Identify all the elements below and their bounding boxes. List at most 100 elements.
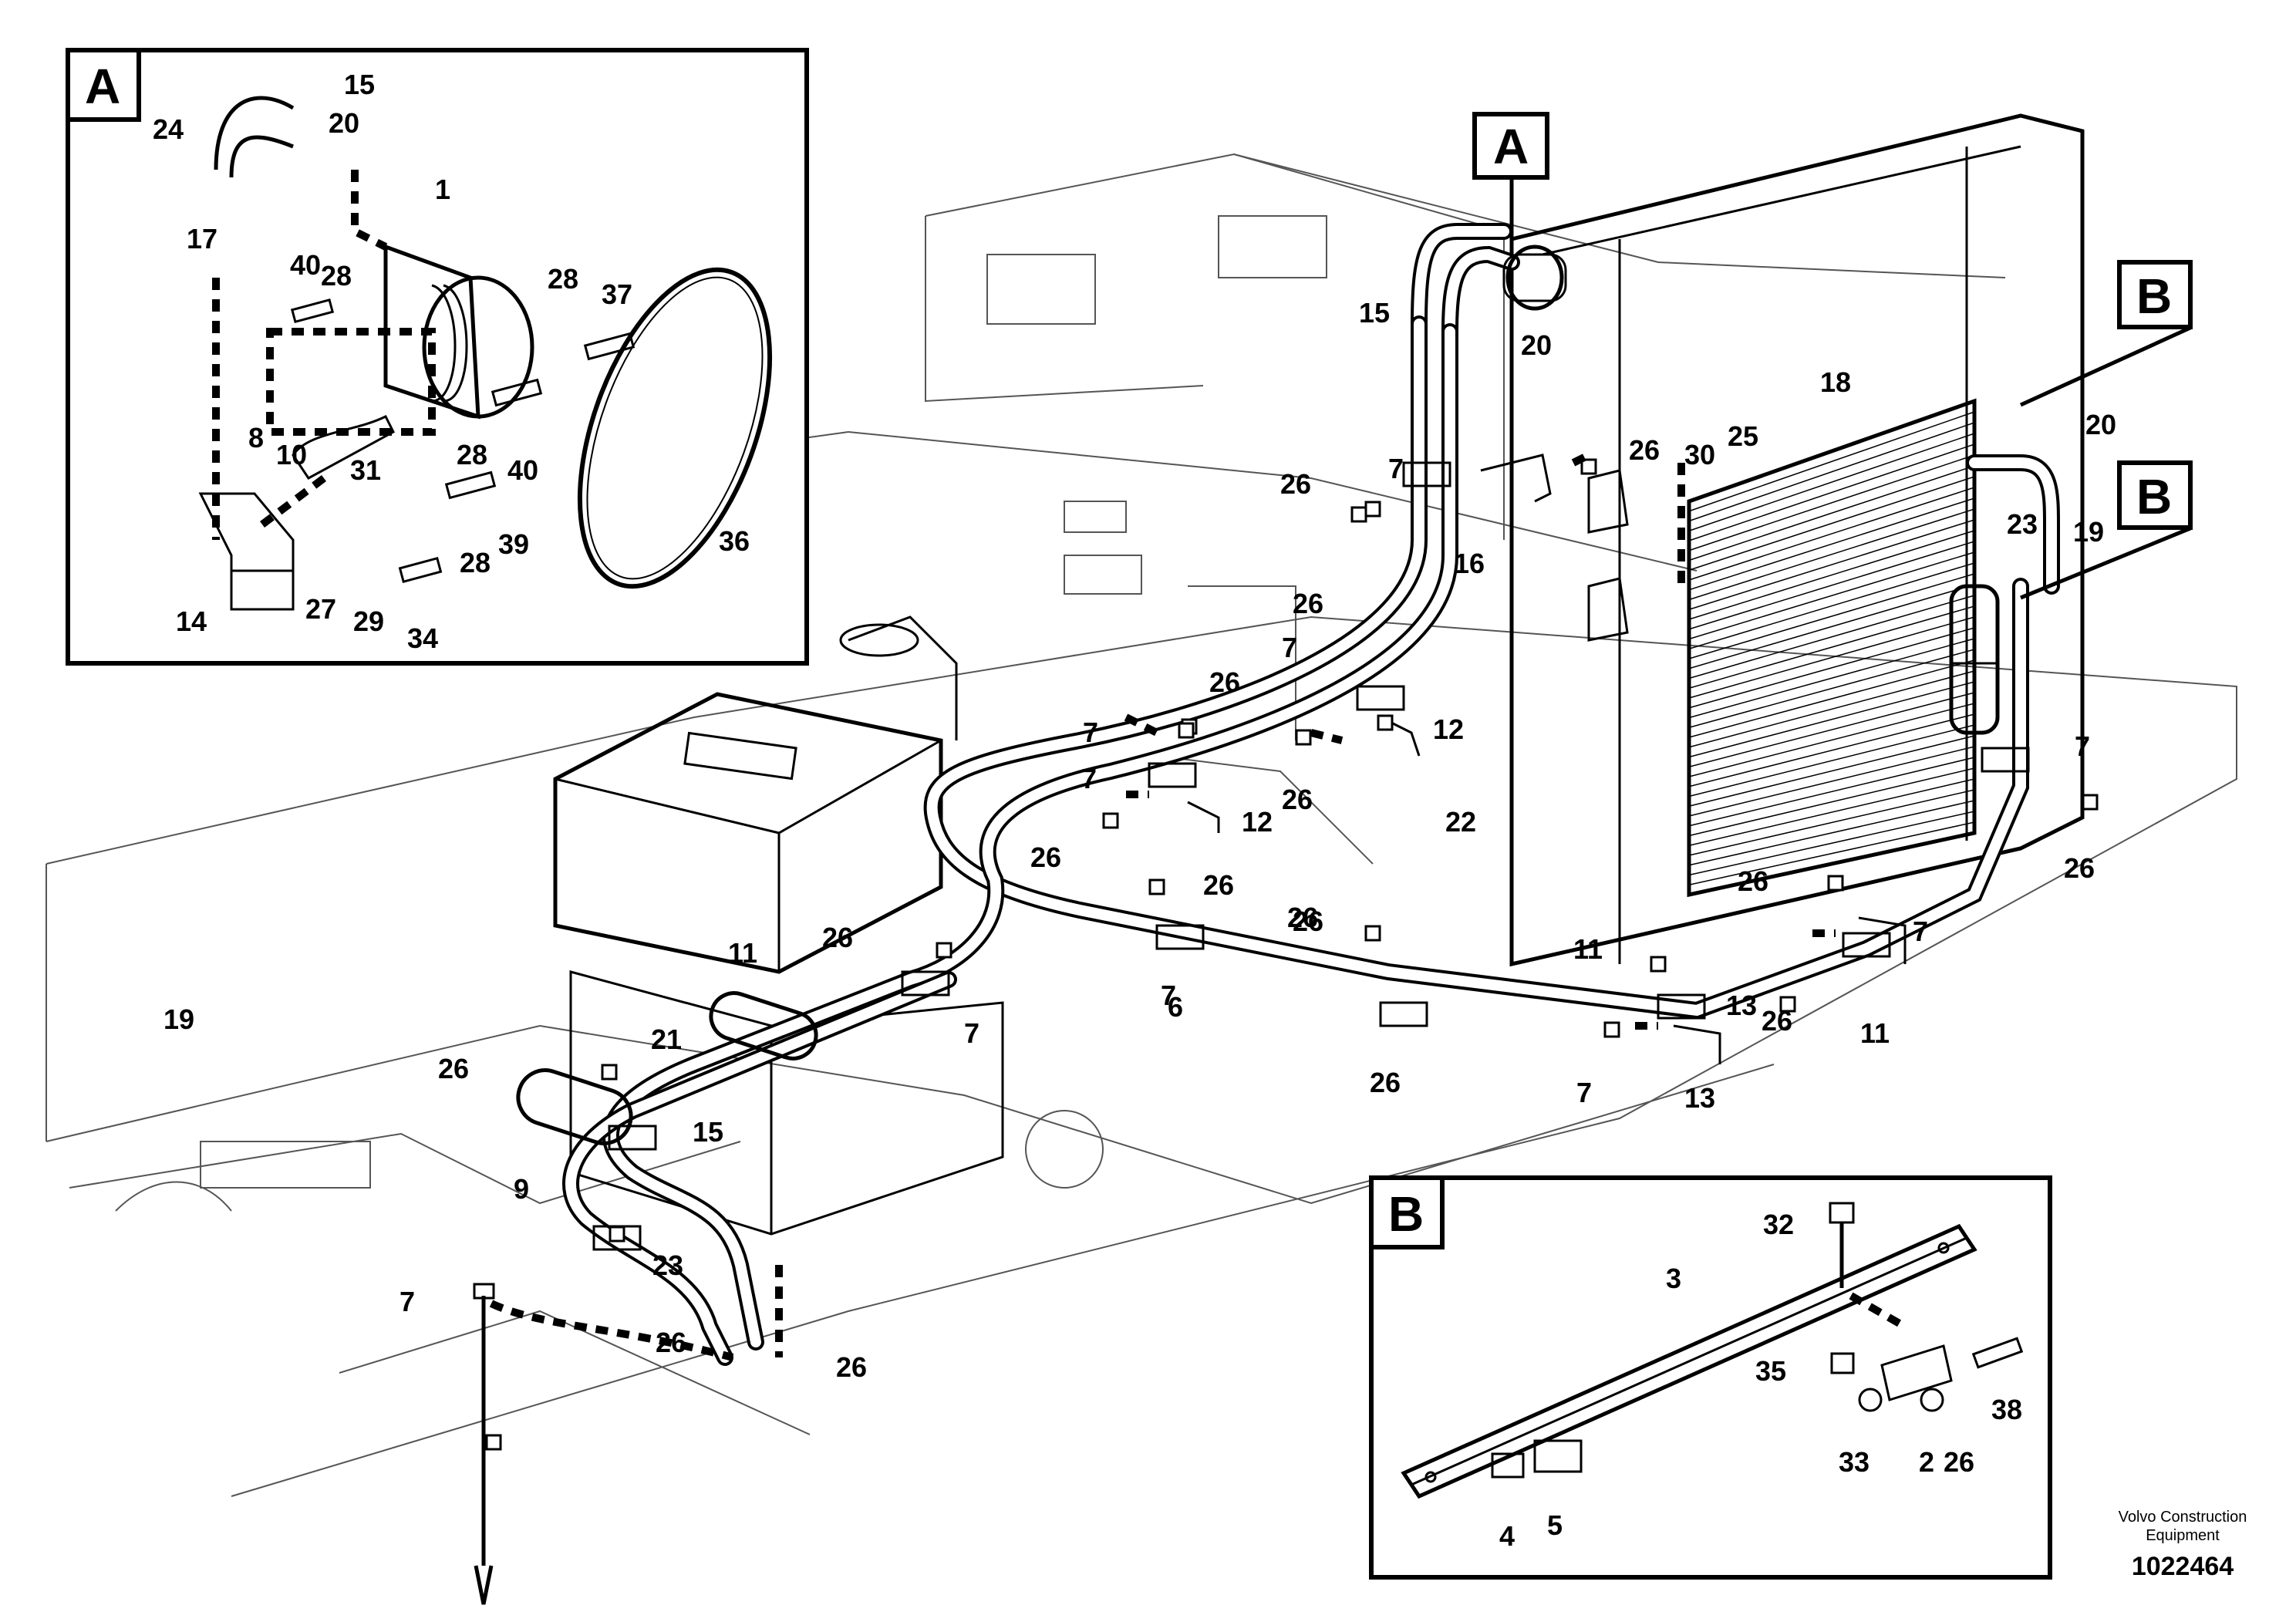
callout: 12 — [1242, 806, 1273, 838]
radiator-frame — [1509, 113, 2085, 967]
callout: 26 — [438, 1053, 469, 1084]
callout: 26 — [1944, 1446, 1974, 1478]
callout: 26 — [836, 1351, 867, 1383]
callout: 31 — [350, 454, 381, 486]
manufacturer-line-2: Equipment — [2146, 1527, 2220, 1544]
callout: 30 — [1684, 439, 1715, 470]
callout: 28 — [321, 260, 352, 292]
callout: 34 — [407, 622, 438, 654]
callout: 7 — [1388, 453, 1404, 484]
compressor-main — [1502, 244, 1567, 311]
callout: 14 — [176, 605, 207, 637]
callout: 3 — [1666, 1263, 1681, 1294]
callout: 18 — [1820, 366, 1851, 398]
callout: 11 — [1860, 1017, 1890, 1049]
callout: 40 — [290, 249, 321, 281]
callout: 19 — [2073, 516, 2104, 548]
bolts — [485, 458, 2099, 1451]
callout: 13 — [1684, 1082, 1715, 1114]
callout: 24 — [153, 113, 184, 145]
condenser-core — [1687, 398, 1977, 898]
inset-tag-b: B — [1388, 1186, 1424, 1242]
engine-block — [553, 615, 1004, 1236]
refrigerant-hoses — [562, 223, 2060, 1366]
callout: 28 — [548, 263, 578, 295]
callout: 20 — [329, 107, 359, 139]
callout: 11 — [728, 937, 757, 969]
callout: 7 — [1576, 1077, 1592, 1108]
callout: 15 — [1359, 297, 1390, 329]
callout: 12 — [1433, 713, 1464, 745]
callout: 7 — [400, 1286, 415, 1317]
callouts-detail-a: 24 15 20 1 17 40 28 28 37 8 10 31 28 39 … — [153, 69, 750, 654]
manufacturer-line-1: Volvo Construction — [2118, 1509, 2247, 1526]
callout: 7 — [1083, 717, 1098, 748]
callout: 1 — [435, 174, 450, 205]
callout: 28 — [460, 547, 491, 578]
callout: 26 — [1287, 902, 1318, 933]
callout: 20 — [2085, 409, 2116, 440]
callout: 7 — [2075, 730, 2090, 762]
tag-pointers — [1509, 177, 2192, 600]
receiver-drier — [1949, 571, 2000, 735]
callout: 11 — [1573, 933, 1603, 965]
callout: 29 — [353, 605, 384, 637]
callout: 15 — [344, 69, 375, 100]
callout: 8 — [248, 422, 264, 454]
hose-loops — [516, 991, 818, 1145]
callout: 27 — [305, 593, 336, 625]
callout: 35 — [1755, 1355, 1786, 1387]
callout: 5 — [1547, 1509, 1563, 1541]
callout: 22 — [1445, 806, 1476, 838]
mounting-brackets — [1187, 454, 1907, 1064]
callout: 26 — [2064, 852, 2095, 884]
callout: 7 — [1913, 916, 1928, 947]
callout: 7 — [1081, 763, 1097, 794]
callout: 26 — [1282, 784, 1313, 815]
view-tag-a: A — [1493, 119, 1529, 174]
callout: 2 — [1919, 1446, 1934, 1478]
callout: 26 — [1293, 588, 1323, 619]
view-tags: A B B A B — [85, 59, 2193, 1242]
callout: 26 — [1280, 468, 1311, 500]
callout: 20 — [1521, 329, 1552, 361]
detail-b-inset — [1369, 1175, 2052, 1580]
callout: 21 — [651, 1023, 682, 1055]
callout: 13 — [1726, 990, 1757, 1021]
callout: 26 — [1370, 1067, 1401, 1098]
callout: 17 — [187, 223, 217, 255]
view-tag-b-bottom: B — [2136, 469, 2172, 524]
callout: 40 — [507, 454, 538, 486]
callout: 36 — [719, 525, 750, 557]
callout: 7 — [964, 1017, 979, 1049]
callout: 9 — [514, 1173, 529, 1205]
callout: 15 — [693, 1116, 723, 1148]
detail-a-inset — [66, 48, 809, 666]
callout: 23 — [2007, 508, 2038, 540]
callout: 26 — [656, 1327, 686, 1358]
callout: 26 — [1293, 905, 1323, 937]
inset-tag-a: A — [85, 59, 120, 114]
callout: 26 — [1030, 841, 1061, 873]
callout: 37 — [602, 278, 632, 310]
callout: 4 — [1499, 1520, 1515, 1552]
callout: 26 — [1738, 865, 1768, 897]
document-number: 1022464 — [2131, 1552, 2234, 1581]
callout: 23 — [652, 1249, 683, 1281]
manufacturer-credit: Volvo Construction Equipment — [2082, 1508, 2283, 1545]
callout: 32 — [1763, 1209, 1794, 1240]
callout: 26 — [1762, 1005, 1792, 1037]
callout: 25 — [1728, 420, 1758, 452]
callout: 26 — [1209, 666, 1240, 698]
callout: 26 — [822, 922, 853, 953]
callout: 28 — [457, 439, 487, 470]
callout: 10 — [276, 439, 307, 470]
callout: 16 — [1454, 548, 1485, 579]
callout: 7 — [1161, 980, 1176, 1011]
dipstick — [473, 1283, 495, 1605]
view-tag-b-top: B — [2136, 268, 2172, 324]
callout: 26 — [1629, 434, 1660, 466]
assembly-dash-lines — [489, 451, 1836, 1361]
callouts-main: 15 20 7 26 16 18 30 25 26 20 23 19 26 7 … — [164, 297, 2116, 1383]
callout: 6 — [1168, 991, 1183, 1023]
